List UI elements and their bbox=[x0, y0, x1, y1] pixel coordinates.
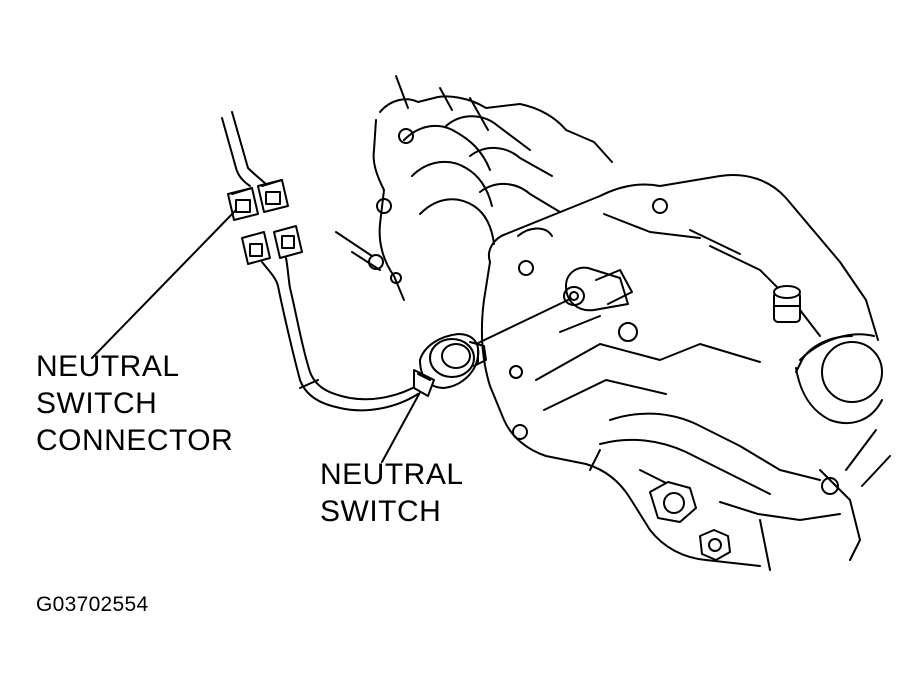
figure-id: G03702554 bbox=[36, 593, 149, 616]
switch-label-line-1: NEUTRAL bbox=[320, 458, 464, 491]
neutral-switch bbox=[414, 334, 486, 396]
harness-wires bbox=[222, 112, 268, 186]
switch-label-line-2: SWITCH bbox=[320, 495, 442, 528]
neutral-switch-label: NEUTRAL SWITCH bbox=[320, 456, 464, 530]
neutral-switch-connector-label: NEUTRAL SWITCH CONNECTOR bbox=[36, 348, 233, 459]
switch-cable bbox=[262, 258, 420, 410]
connector-label-line-1: NEUTRAL bbox=[36, 350, 180, 383]
neutral-switch-connector bbox=[228, 180, 288, 220]
transmission-housing bbox=[336, 76, 890, 570]
connector-label-line-2: SWITCH bbox=[36, 387, 158, 420]
connector-label-line-3: CONNECTOR bbox=[36, 424, 234, 457]
switch-harness-connector bbox=[242, 226, 302, 264]
